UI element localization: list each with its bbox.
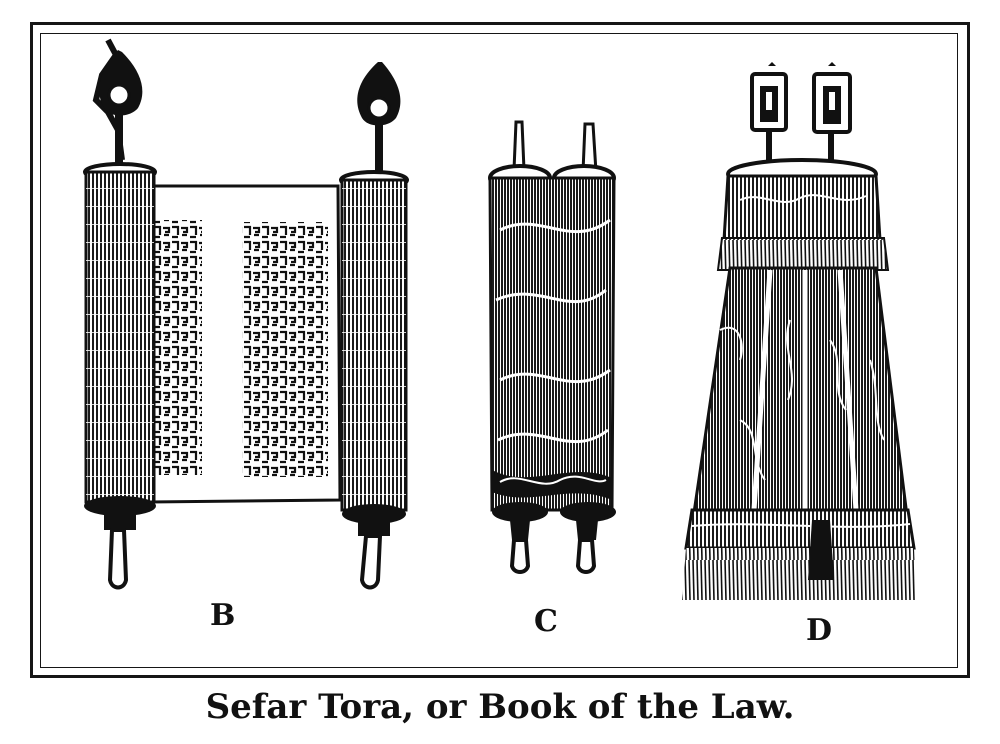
scroll-d-finial-right: [812, 62, 852, 166]
scroll-b-right-roller: [339, 62, 409, 590]
scroll-d-finial-left: [750, 62, 788, 166]
scroll-d-bottom-fringe: [682, 548, 916, 600]
figure-label-b: B: [210, 598, 236, 633]
figure-label-c: C: [534, 604, 558, 639]
scroll-d-illustration: [682, 62, 916, 600]
scroll-d-valance-fringe: [716, 237, 890, 271]
engraving-border-inner: [40, 33, 958, 668]
scroll-b-text-column-left: [152, 220, 202, 475]
engraving-border-outer: [30, 22, 970, 678]
scroll-c-illustration: [488, 120, 616, 574]
figure-caption: Sefar Tora, or Book of the Law.: [205, 687, 795, 727]
figure-label-d: D: [806, 613, 833, 648]
scroll-b-text-column-right: [242, 222, 328, 477]
scroll-b-left-roller: [83, 38, 157, 590]
scroll-b-illustration: [83, 38, 409, 590]
